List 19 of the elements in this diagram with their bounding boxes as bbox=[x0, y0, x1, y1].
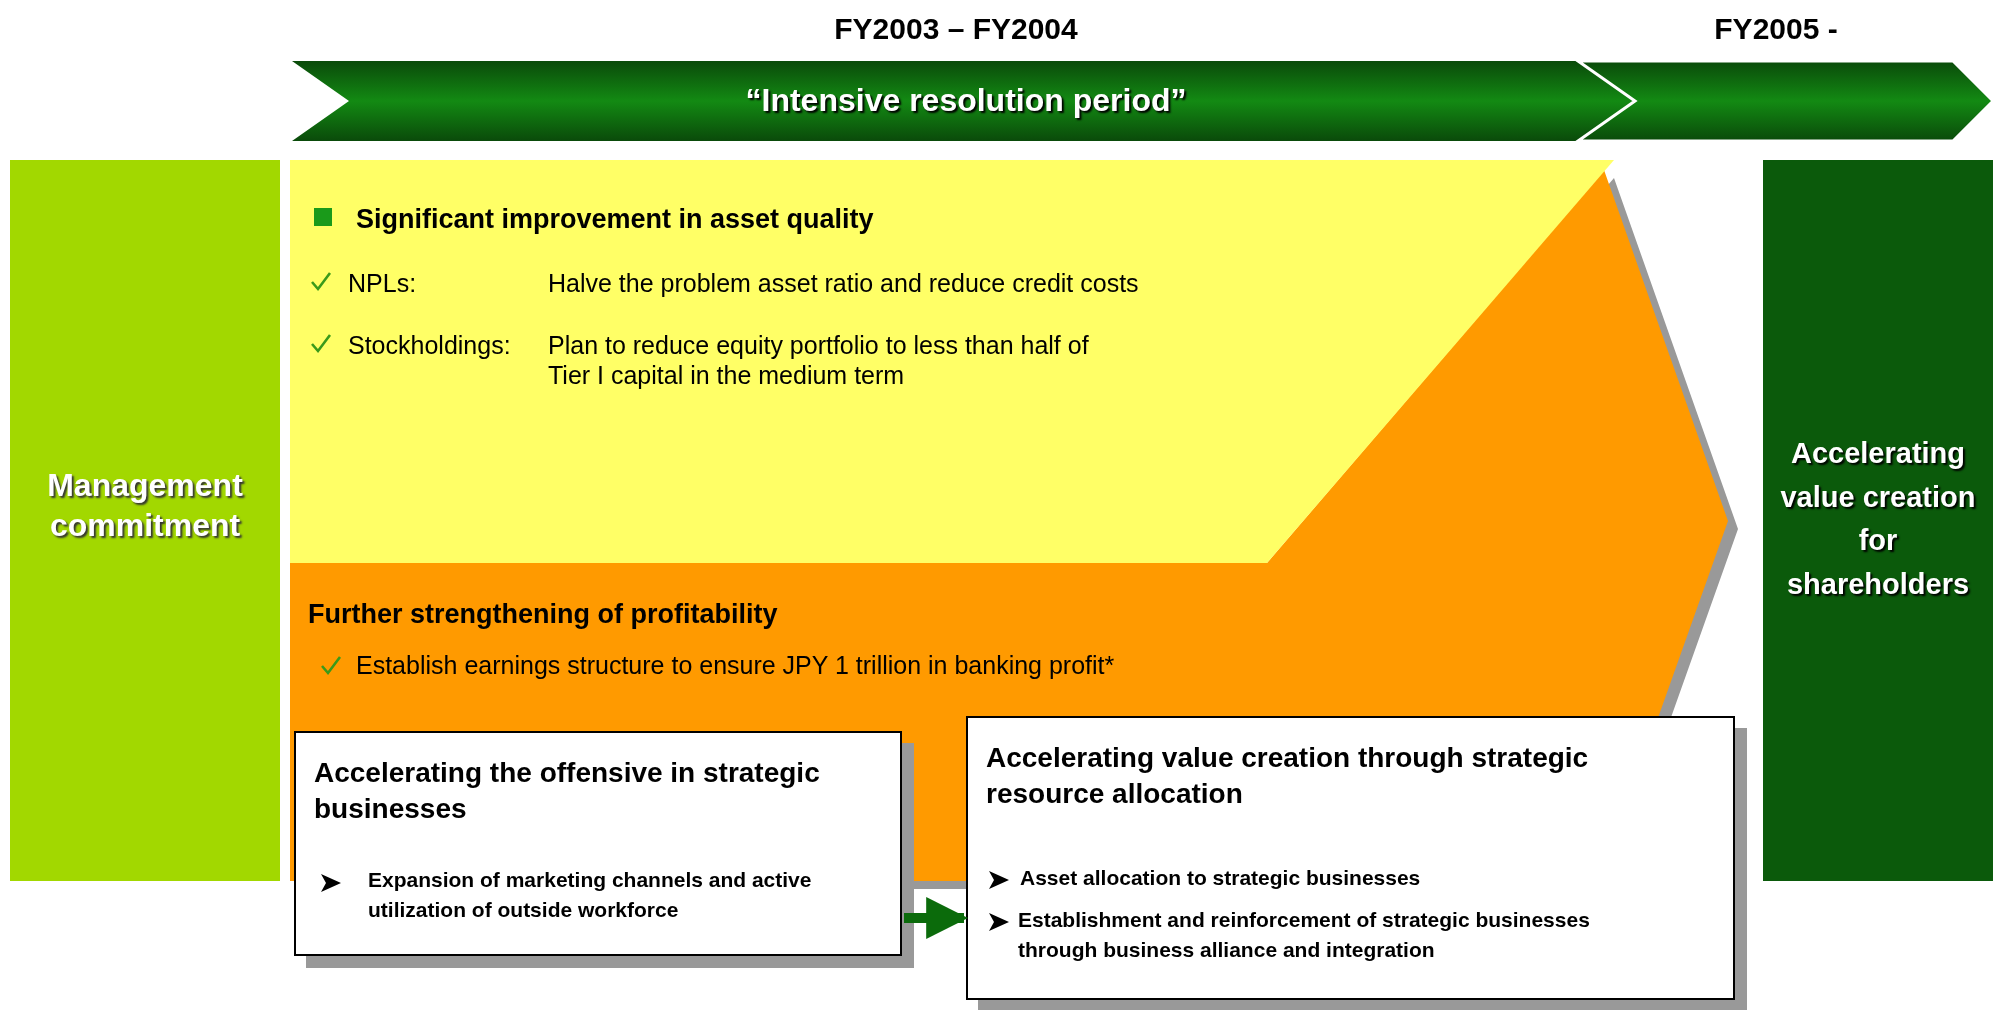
body-text: Asset allocation to strategic businesses bbox=[1020, 865, 1422, 891]
period-label: FY2003 – FY2004 bbox=[834, 12, 1078, 46]
heading-text: Further strengthening of profitability bbox=[308, 598, 779, 631]
heading-text: Accelerating value creation for shareholders bbox=[1779, 436, 1977, 602]
heading-text: Significant improvement in asset quality bbox=[356, 203, 875, 236]
heading-text: Management commitment bbox=[46, 466, 244, 545]
period-label: FY2005 - bbox=[1714, 12, 1838, 46]
body-text: Halve the problem asset ratio and reduce credit costs bbox=[548, 268, 1140, 298]
body-text: NPLs: bbox=[348, 268, 418, 298]
outcome-panel bbox=[1763, 160, 1993, 881]
body-text: Establishment and reinforcement of strategic businesses through business alliance and integration bbox=[1018, 907, 1591, 964]
body-text: Plan to reduce equity portfolio to less than half of Tier I capital in the medium term bbox=[548, 330, 1090, 390]
body-text: Stockholdings: bbox=[348, 330, 512, 360]
body-text: Establish earnings structure to ensure JPY 1 trillion in banking profit* bbox=[356, 650, 1116, 680]
heading-text: Accelerating value creation through strategic resource allocation bbox=[986, 741, 1590, 812]
heading-text: “Intensive resolution period” bbox=[744, 81, 1188, 120]
body-text: Expansion of marketing channels and active utilization of outside workforce bbox=[368, 867, 813, 924]
heading-text: Accelerating the offensive in strategic businesses bbox=[314, 756, 821, 827]
commitment-panel bbox=[10, 160, 280, 881]
